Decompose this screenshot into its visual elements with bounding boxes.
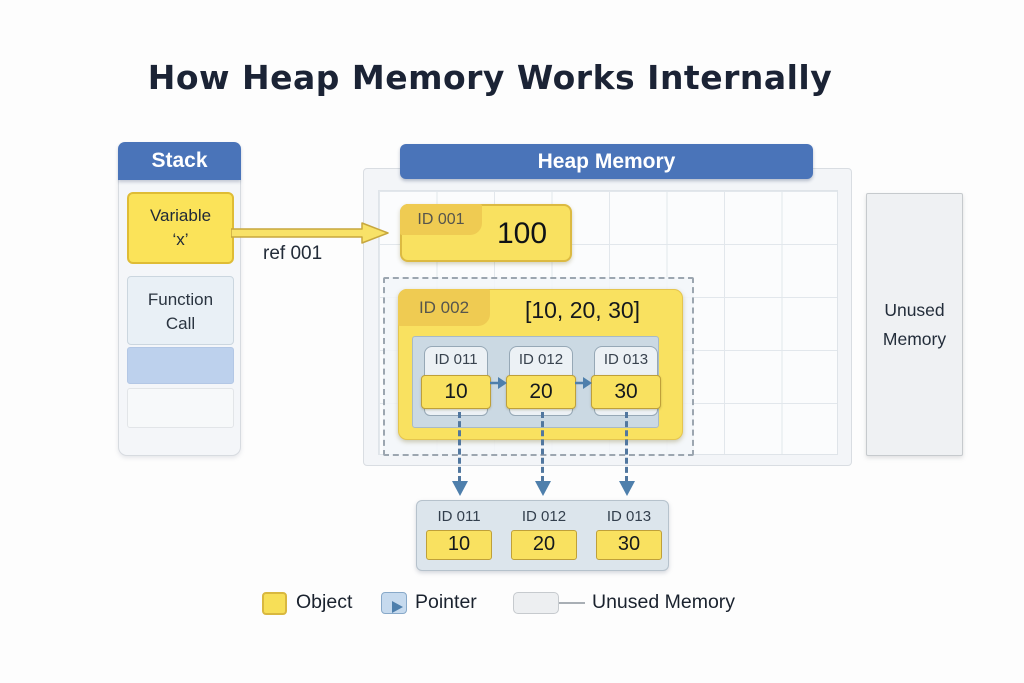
detail-element-id011: ID 011 10 [426,501,492,572]
ref-arrow-icon [231,222,389,244]
detail-value: 20 [511,530,577,560]
id001-value: 100 [496,217,548,250]
element-detail-panel: ID 011 10 ID 012 20 ID 013 30 [416,500,669,571]
stack-slot-empty-blue [127,347,234,384]
down-arrow-icon [535,481,551,496]
detail-value: 10 [426,530,492,560]
function-label-line2: Call [165,314,196,333]
legend-pointer-label: Pointer [415,591,477,613]
legend-object-label: Object [296,591,353,613]
stack-slot-variable-x: Variable ‘x’ [127,192,234,264]
array-element-id012: ID 012 20 [506,346,576,416]
unused-memory-line1: Unused [884,299,945,320]
id002-tag: ID 002 [398,289,490,326]
ref-label: ref 001 [263,243,323,264]
detail-tag: ID 012 [521,508,567,525]
heap-object-id002: ID 002 [10, 20, 30] ID 011 10 ID 012 20 … [398,289,683,440]
element-value: 20 [506,375,576,409]
page-title: How Heap Memory Works Internally [147,58,833,97]
element-tag: ID 012 [518,351,564,368]
legend-unused-dash-icon [559,602,585,604]
array-elements-panel: ID 011 10 ID 012 20 ID 013 30 [412,336,661,428]
down-arrow-icon [452,481,468,496]
stack-body: Variable ‘x’ Function Call [118,180,241,456]
variable-label-line2: ‘x’ [172,230,189,249]
detail-tag: ID 011 [437,508,481,525]
legend-pointer-arrow-icon [392,601,403,613]
pointer-arrow-icon [490,377,507,389]
heap-object-id001: ID 001 100 [400,204,572,262]
legend-unused-swatch-icon [513,592,559,614]
legend-unused-label: Unused Memory [592,591,736,613]
array-element-id013: ID 013 30 [591,346,661,416]
detail-element-id012: ID 012 20 [511,501,577,572]
stack-slot-function-call: Function Call [127,276,234,345]
dashed-pointer-line [458,412,461,482]
function-label-line1: Function [147,290,214,309]
down-arrow-icon [619,481,635,496]
dashed-pointer-line [541,412,544,482]
array-element-id011: ID 011 10 [421,346,491,416]
element-value: 30 [591,375,661,409]
element-tag: ID 011 [434,351,478,368]
heap-header: Heap Memory [400,144,813,179]
legend-object-swatch-icon [262,592,287,615]
detail-tag: ID 013 [606,508,652,525]
detail-element-id013: ID 013 30 [596,501,662,572]
stack-header: Stack [118,142,241,180]
stack-slot-empty [127,388,234,428]
unused-memory-line2: Memory [882,328,947,349]
id001-tag: ID 001 [400,204,482,235]
variable-label-line1: Variable [149,206,212,225]
element-tag: ID 013 [603,351,649,368]
id002-value: [10, 20, 30] [524,297,641,323]
unused-memory-block: Unused Memory [866,193,963,456]
pointer-arrow-icon [575,377,592,389]
element-value: 10 [421,375,491,409]
dashed-pointer-line [625,412,628,482]
detail-value: 30 [596,530,662,560]
